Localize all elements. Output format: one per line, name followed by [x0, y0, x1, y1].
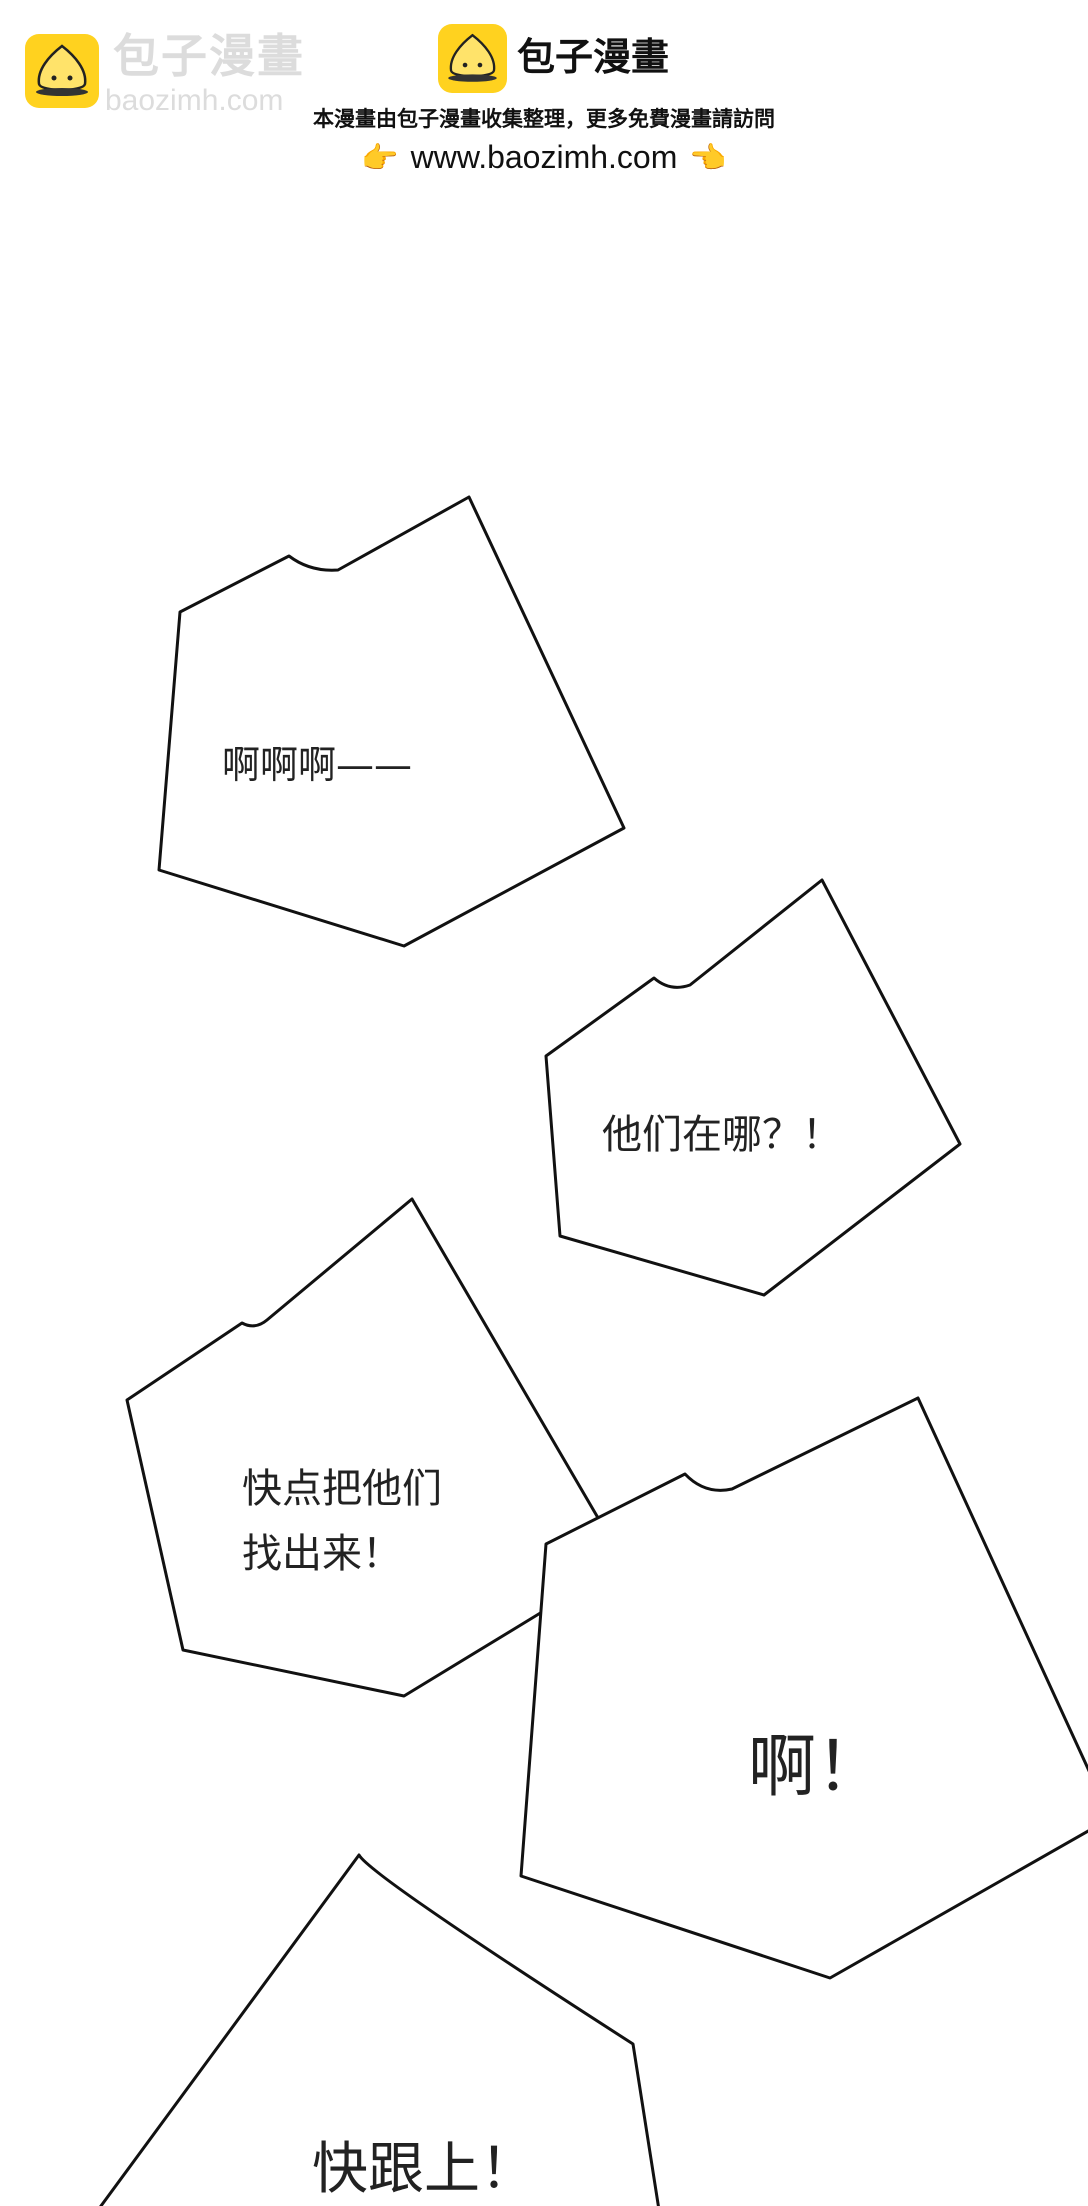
bubble-text: 找出来！: [242, 1531, 402, 1577]
speech-bubble-1: 啊啊啊——: [157, 495, 626, 948]
speech-bubble-3: 快点把他们 找出来！: [125, 1197, 603, 1698]
brand-logo: [438, 24, 507, 93]
speech-bubble-5: 快跟上！: [99, 1853, 660, 2206]
bubble-text: 啊！: [748, 1728, 884, 1807]
watermark-logo: [25, 34, 99, 108]
bun-icon: [448, 33, 497, 82]
speech-bubble-4: 啊！: [519, 1396, 1088, 1980]
site-url-link[interactable]: www.baozimh.com: [410, 139, 678, 175]
pointing-left-icon: 👈: [689, 142, 727, 175]
bubble-text: 啊啊啊——: [222, 743, 412, 787]
site-url-line: 👉 www.baozimh.com 👈: [0, 138, 1088, 178]
watermark-title: 包子漫畫: [113, 29, 305, 83]
pointing-right-icon: 👉: [361, 142, 399, 175]
brand-name: 包子漫畫: [517, 35, 670, 79]
bubble-text: 快点把他们: [242, 1466, 442, 1512]
bun-icon: [36, 44, 88, 96]
notice-text: 本漫畫由包子漫畫收集整理，更多免費漫畫請訪問: [313, 107, 775, 131]
watermark-url: baozimh.com: [105, 84, 284, 117]
bubble-text: 快跟上！: [312, 2137, 536, 2202]
speech-bubble-2: 他们在哪？！: [544, 878, 962, 1297]
bubble-text: 他们在哪？！: [602, 1112, 842, 1158]
